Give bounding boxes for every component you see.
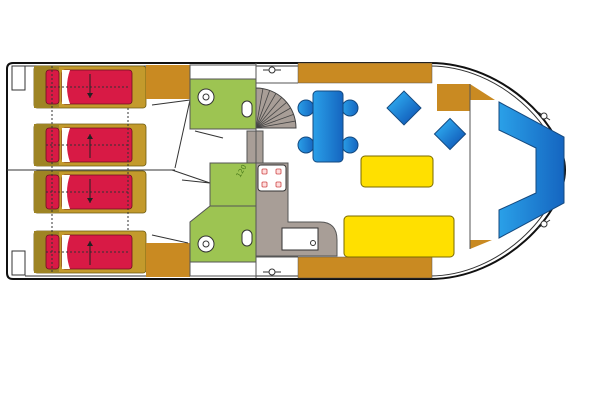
- stair-step: [255, 90, 271, 129]
- sink-icon: [241, 100, 253, 118]
- stair-fan: [255, 87, 297, 129]
- staircase: [255, 87, 297, 129]
- stair-step: [255, 101, 287, 129]
- stern-step: [11, 65, 26, 91]
- shower-area: [189, 261, 257, 277]
- mattress: [61, 174, 133, 210]
- stair-step: [255, 88, 264, 129]
- burner-icons: [261, 168, 282, 188]
- side-bench: [297, 62, 433, 84]
- drain-icon: [310, 240, 316, 246]
- armchair: [386, 90, 422, 126]
- toilet-icon: [197, 235, 215, 253]
- mattress: [61, 69, 133, 105]
- arrowhead-icon: [87, 241, 93, 246]
- stair-step: [255, 107, 291, 129]
- mattress: [61, 127, 133, 163]
- side-bench: [297, 256, 433, 279]
- cleat-icon: [263, 66, 281, 74]
- mattress: [61, 234, 133, 270]
- stair-step: [255, 113, 294, 129]
- sink-icon: [241, 229, 253, 247]
- arrowhead-icon: [87, 198, 93, 203]
- storage-block: [146, 65, 190, 99]
- storage-block: [146, 243, 190, 277]
- coffee-table: [360, 155, 434, 188]
- cleat-icon: [263, 268, 281, 276]
- stair-step: [255, 93, 277, 129]
- forward-v-sofa: [498, 101, 565, 239]
- toilet-icon: [197, 88, 215, 106]
- chair-icons: [297, 99, 359, 154]
- armchair: [433, 117, 467, 151]
- stair-landing: [246, 130, 264, 164]
- stern-step: [11, 250, 26, 276]
- storage-block: [437, 84, 470, 111]
- arrowhead-icon: [87, 134, 93, 139]
- dining-table: [312, 90, 344, 163]
- cleat-icon: [537, 111, 551, 121]
- storage-block: [470, 84, 495, 100]
- cleat-icon: [537, 219, 551, 229]
- stair-step: [255, 97, 283, 129]
- shower-area: [189, 64, 257, 80]
- arrowhead-icon: [87, 93, 93, 98]
- sofa: [343, 215, 455, 258]
- storage-block: [470, 240, 492, 249]
- stair-step: [255, 120, 296, 129]
- galley-sink-icon: [281, 227, 319, 251]
